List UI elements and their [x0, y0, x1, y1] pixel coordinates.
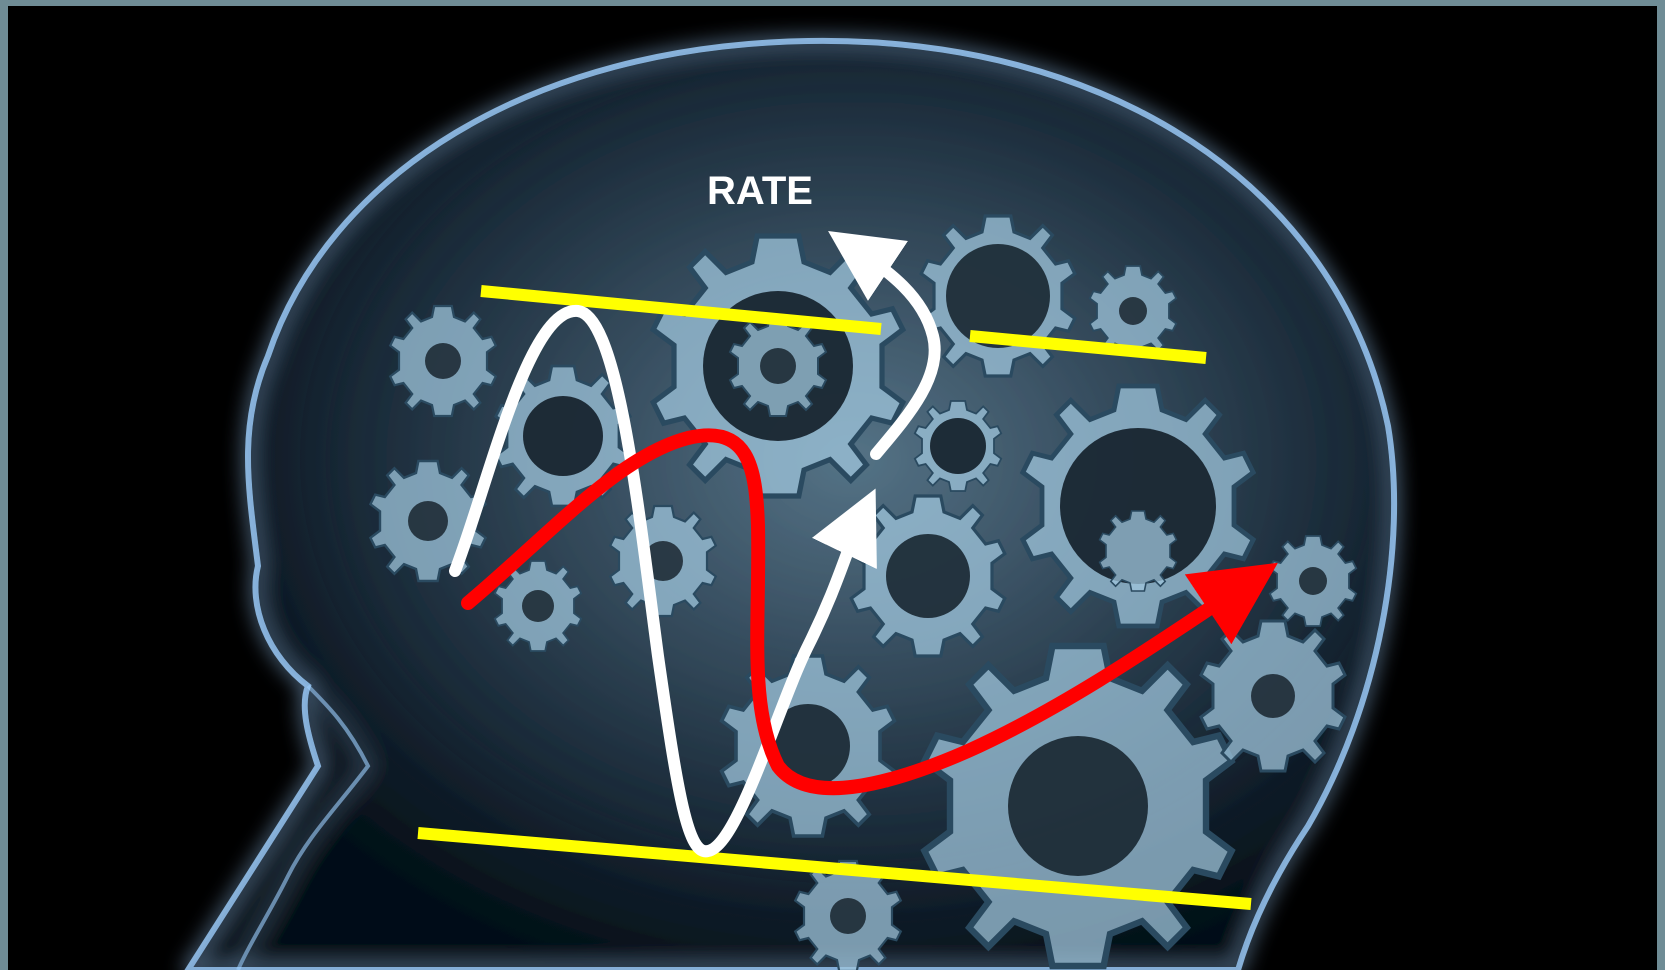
slide-canvas: RATE: [8, 6, 1657, 970]
upper-channel-line-right: [969, 330, 1207, 364]
white-oscillation-curve: [449, 305, 877, 858]
upper-channel-line-left: [480, 285, 882, 335]
red-trend-curve: [461, 428, 1278, 796]
rate-label: RATE: [707, 169, 813, 213]
lower-channel-line: [417, 827, 1252, 910]
head-with-gears-illustration: RATE: [184, 37, 1398, 970]
white-rate-arrow: [828, 231, 941, 460]
channel-lines: [417, 285, 1252, 910]
